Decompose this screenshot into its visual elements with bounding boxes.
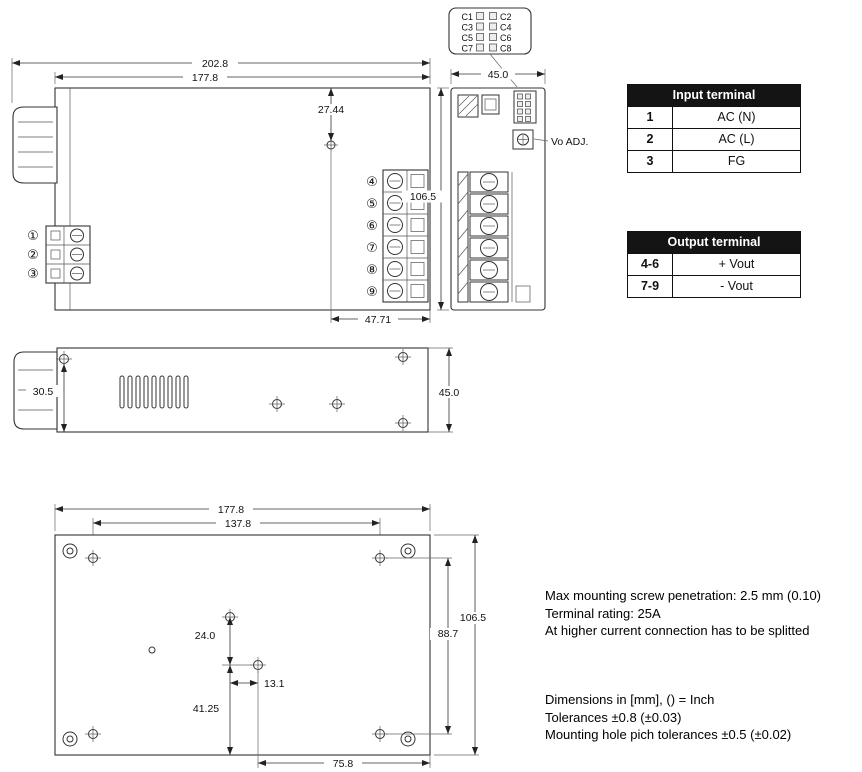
dim-end-width: 45.0 [488, 69, 509, 81]
end-view: 45.0 106.5 Vo ADJ. [402, 68, 588, 311]
output-terminal-table: Output terminal 4-6 + Vout 7-9 - Vout [627, 231, 801, 298]
dim-hole-span-x: 137.8 [225, 518, 251, 530]
io-connector [513, 90, 537, 124]
terminal-label-9: ⑨ [366, 285, 378, 300]
note-line: Max mounting screw penetration: 2.5 mm (… [545, 588, 822, 603]
terminal-label-6: ⑥ [366, 219, 378, 234]
connector-pin-detail: C1 C3 C5 C7 C2 C4 C6 C8 [448, 7, 532, 88]
dim-center-dy: 24.0 [195, 630, 216, 642]
note-line: At higher current connection has to be s… [545, 623, 810, 638]
pin-square [489, 22, 497, 31]
vo-adj-label: Vo ADJ. [551, 136, 588, 148]
terminal-function: AC (N) [717, 110, 756, 124]
pin-square [489, 43, 497, 52]
pin-square [476, 43, 484, 52]
spec-notes: Max mounting screw penetration: 2.5 mm (… [545, 587, 862, 640]
terminal-function: FG [727, 154, 746, 168]
vo-adj-potentiometer [512, 129, 534, 150]
note-line: Terminal rating: 25A [545, 605, 661, 621]
terminal-number: 1 [628, 107, 673, 128]
table-row: 4-6 + Vout [628, 253, 800, 275]
dim-bottom-width: 177.8 [218, 504, 244, 516]
terminal-number: 2 [628, 129, 673, 150]
pin-label-c5: C5 [461, 33, 473, 43]
dim-side-hole-offset: 30.5 [33, 386, 54, 398]
terminal-label-3: ③ [27, 267, 39, 282]
table-row: 7-9 - Vout [628, 275, 800, 297]
front-view: 202.8 177.8 27.44 47.71 [11, 57, 431, 326]
terminal-label-1: ① [27, 229, 39, 244]
pin-label-c2: C2 [500, 12, 512, 22]
terminal-label-5: ⑤ [366, 197, 378, 212]
table-row: 1 AC (N) [628, 106, 800, 128]
pin-label-c4: C4 [500, 23, 512, 33]
pin-label-c8: C8 [500, 44, 512, 54]
psu-body-side [56, 347, 429, 433]
psu-body-bottom [54, 534, 431, 756]
terminal-number: 3 [628, 151, 673, 172]
bottom-view: 177.8 137.8 106.5 88.7 24.0 [54, 503, 494, 770]
terminal-label-7: ⑦ [366, 241, 378, 256]
input-terminal-table: Input terminal 1 AC (N) 2 AC (L) 3 FG [627, 84, 801, 173]
dim-voadj-from-top: 27.44 [318, 104, 344, 116]
pin-label-c1: C1 [461, 12, 473, 22]
pin-label-c7: C7 [461, 44, 473, 54]
terminal-function: AC (L) [718, 132, 755, 146]
psu-body-top [54, 87, 431, 311]
pin-square [476, 22, 484, 31]
dim-bottom-height: 106.5 [460, 612, 486, 624]
dim-center-dx: 13.1 [264, 678, 285, 690]
output-terminal-table-header: Output terminal [628, 232, 800, 253]
terminal-number: 4-6 [628, 254, 673, 275]
pin-square [489, 12, 497, 20]
terminal-number: 7-9 [628, 276, 673, 297]
fan-cover [12, 106, 58, 184]
note-line: Tolerances ±0.8 (±0.03) [545, 709, 682, 725]
vent-slots [119, 375, 189, 409]
small-hole [148, 646, 156, 654]
dim-side-height: 45.0 [439, 387, 460, 399]
terminal-label-4: ④ [366, 175, 378, 190]
pin-square [489, 33, 497, 41]
psu-body-end [450, 87, 546, 311]
output-terminal-block [382, 169, 429, 303]
table-row: 3 FG [628, 150, 800, 172]
terminal-label-2: ② [27, 248, 39, 263]
pin-label-c3: C3 [461, 23, 473, 33]
dim-body-width: 177.8 [192, 72, 218, 84]
input-terminal-table-header: Input terminal [628, 85, 800, 106]
pin-label-c6: C6 [500, 33, 512, 43]
terminal-label-8: ⑧ [366, 263, 378, 278]
vo-adj-leader [533, 138, 549, 142]
pin-square [476, 33, 484, 41]
terminal-function: - Vout [720, 279, 753, 293]
table-row: 2 AC (L) [628, 128, 800, 150]
dim-lower-hole-from-bottom: 41.25 [193, 703, 219, 715]
dim-lower-hole-from-right: 75.8 [333, 758, 354, 770]
input-terminal-block [45, 225, 91, 284]
tolerance-notes: Dimensions in [mm], () = Inch Tolerances… [545, 691, 862, 744]
terminal-function: + Vout [718, 257, 755, 271]
dim-hole-span-y: 88.7 [438, 628, 459, 640]
note-line: Mounting hole pich tolerances ±0.5 (±0.0… [545, 727, 792, 742]
note-line: Dimensions in [mm], () = Inch [545, 692, 715, 707]
dim-total-width: 202.8 [202, 58, 228, 70]
dim-voadj-from-right: 47.71 [365, 314, 391, 326]
pin-square [476, 12, 484, 20]
side-view: 30.5 45.0 [13, 347, 466, 433]
dim-end-height: 106.5 [410, 191, 436, 203]
terminal-screw-stack [457, 171, 531, 303]
